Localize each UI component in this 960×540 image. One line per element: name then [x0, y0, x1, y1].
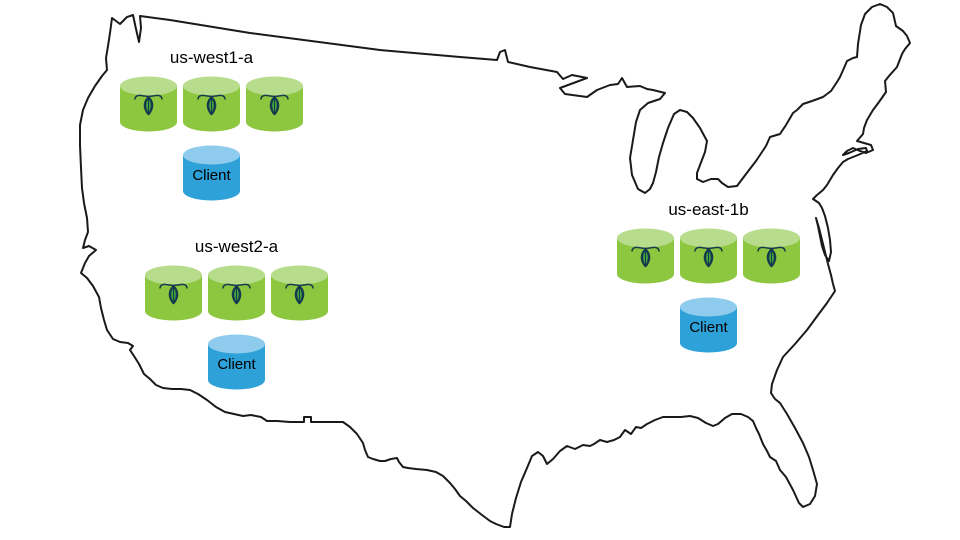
cockroachdb-node-icon: [183, 75, 240, 132]
cluster-us-west1-a: us-west1-a Client: [120, 48, 303, 201]
cluster-label: us-west1-a: [169, 48, 254, 67]
client-label: Client: [217, 356, 256, 373]
client-label: Client: [192, 167, 231, 184]
cluster-label: us-west2-a: [194, 237, 279, 256]
cockroachdb-node-icon: [743, 227, 800, 284]
cockroachdb-node-icon: [246, 75, 303, 132]
cockroachdb-node-icon: [271, 264, 328, 321]
cockroachdb-node-icon: [680, 227, 737, 284]
us-outline-path: [79, 3, 911, 528]
client-node: Client: [183, 144, 240, 201]
client-node: Client: [208, 333, 265, 390]
cluster-us-west2-a: us-west2-a Client: [145, 237, 328, 390]
client-node: Client: [680, 296, 737, 353]
client-label: Client: [689, 319, 728, 336]
cluster-us-east-1b: us-east-1b Client: [616, 200, 801, 353]
node-row: [617, 227, 800, 284]
cockroachdb-node-icon: [208, 264, 265, 321]
cockroachdb-node-icon: [145, 264, 202, 321]
node-row: [145, 264, 328, 321]
cluster-label: us-east-1b: [668, 200, 749, 219]
node-row: [120, 75, 303, 132]
cockroachdb-node-icon: [617, 227, 674, 284]
cockroachdb-node-icon: [120, 75, 177, 132]
